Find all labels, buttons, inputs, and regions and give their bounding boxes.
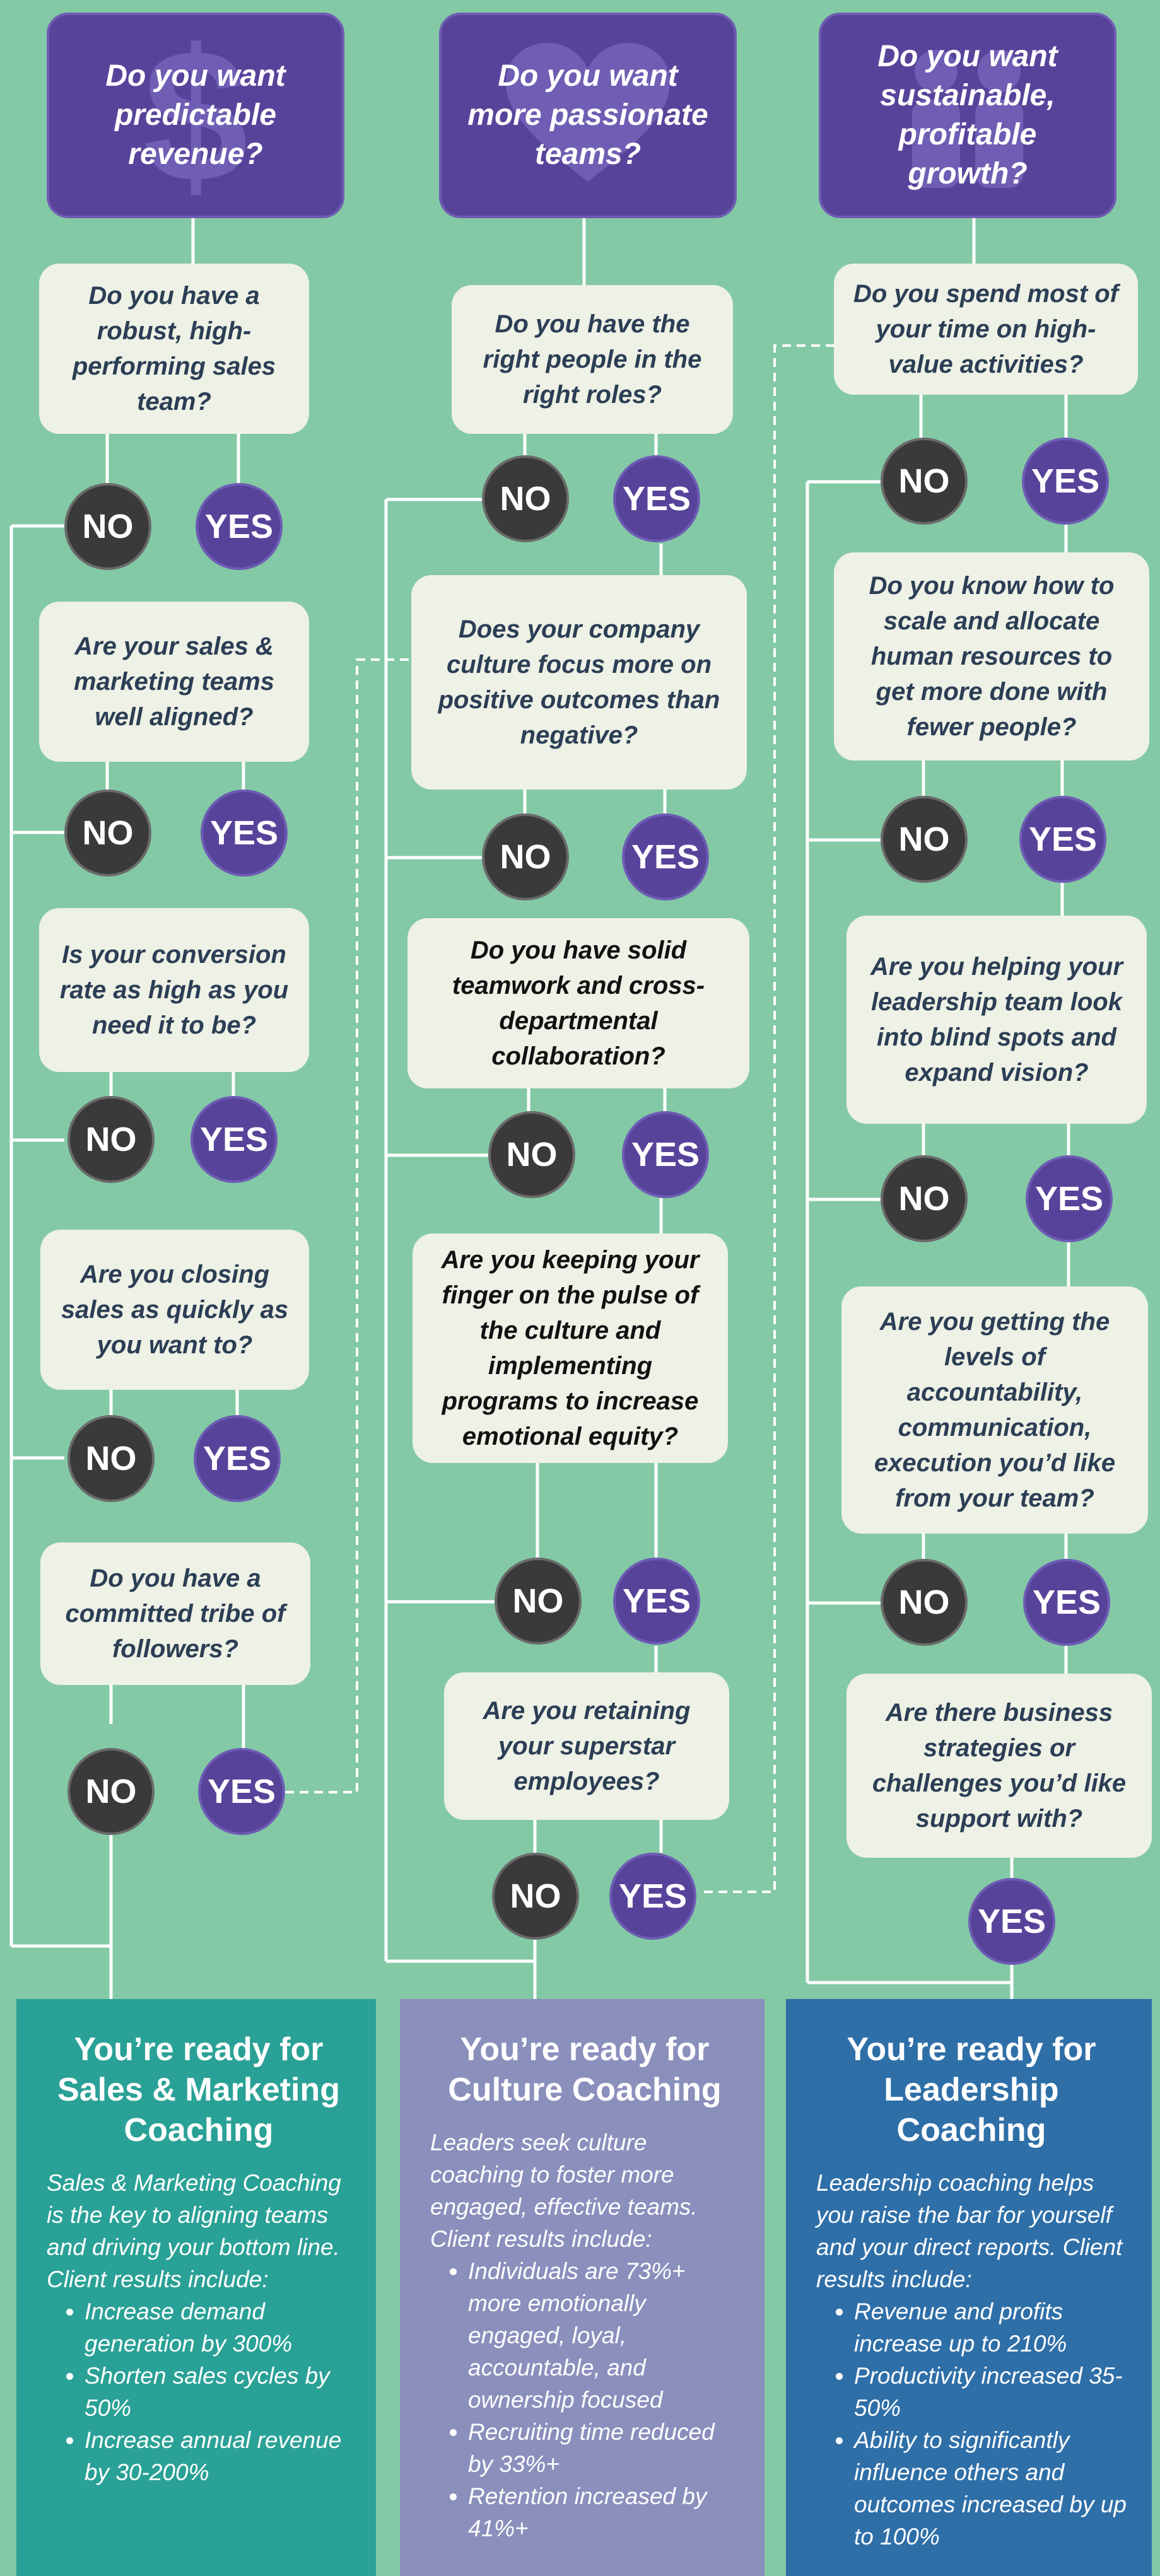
result-bullet: Retention increased by 41%+ xyxy=(468,2480,739,2544)
question-pulse-of-culture: Are you keeping your finger on the pulse… xyxy=(413,1233,728,1463)
yes-circle: YES xyxy=(194,1415,281,1502)
result-bullet: Individuals are 73%+ more emotionally en… xyxy=(468,2255,739,2416)
question-conversion-rate: Is your conversion rate as high as you n… xyxy=(39,908,309,1072)
question-teamwork: Do you have solid teamwork and cross-dep… xyxy=(407,918,749,1088)
result-description: Sales & Marketing Coaching is the key to… xyxy=(47,2170,341,2292)
question-accountability: Are you getting the levels of accountabi… xyxy=(841,1286,1148,1534)
result-title: You’re ready for Sales & Marketing Coach… xyxy=(57,2031,340,2148)
no-circle: NO xyxy=(67,1748,155,1835)
result-bullets: Increase demand generation by 300% Short… xyxy=(47,2295,351,2488)
no-circle: NO xyxy=(488,1111,575,1198)
people-icon xyxy=(898,43,1037,188)
question-high-value-activities: Do you spend most of your time on high-v… xyxy=(834,264,1138,395)
result-bullet: Recruiting time reduced by 33%+ xyxy=(468,2416,739,2480)
no-circle: NO xyxy=(482,455,569,542)
result-title: You’re ready for Leadership Coaching xyxy=(847,2031,1096,2148)
yes-circle: YES xyxy=(1023,1559,1110,1646)
question-business-strategies: Are there business strategies or challen… xyxy=(847,1674,1152,1858)
no-circle: NO xyxy=(881,438,968,525)
no-circle: NO xyxy=(67,1415,155,1502)
header-text: Do you want sustainable, profitable grow… xyxy=(877,40,1058,190)
no-circle: NO xyxy=(495,1558,582,1645)
no-circle: NO xyxy=(881,1155,968,1242)
yes-circle: YES xyxy=(613,1558,700,1645)
result-bullet: Revenue and profits increase up to 210% xyxy=(854,2295,1127,2360)
yes-circle: YES xyxy=(1022,438,1109,525)
no-circle: NO xyxy=(64,790,151,877)
yes-circle: YES xyxy=(968,1878,1055,1965)
dollar-icon: $ xyxy=(143,13,249,218)
header-passionate-teams: Do you want more passionate teams? xyxy=(439,13,737,218)
result-sales-marketing-coaching: You’re ready for Sales & Marketing Coach… xyxy=(16,1999,376,2576)
question-right-people: Do you have the right people in the righ… xyxy=(452,285,733,434)
yes-circle: YES xyxy=(201,790,288,877)
no-circle: NO xyxy=(482,813,569,900)
heart-icon xyxy=(506,43,670,188)
question-scale-resources: Do you know how to scale and allocate hu… xyxy=(834,552,1149,761)
yes-circle: YES xyxy=(1019,796,1106,883)
result-bullet: Increase annual revenue by 30-200% xyxy=(85,2424,351,2488)
header-text: Do you want predictable revenue? xyxy=(105,59,286,171)
no-circle: NO xyxy=(64,483,151,570)
yes-circle: YES xyxy=(190,1096,278,1183)
yes-circle: YES xyxy=(622,1111,709,1198)
yes-circle: YES xyxy=(622,813,709,900)
question-retaining-superstars: Are you retaining your superstar employe… xyxy=(444,1672,729,1820)
result-culture-coaching: You’re ready for Culture Coaching Leader… xyxy=(400,1999,765,2576)
result-bullet: Shorten sales cycles by 50% xyxy=(85,2360,351,2424)
yes-circle: YES xyxy=(609,1853,696,1940)
no-circle: NO xyxy=(881,1559,968,1646)
yes-circle: YES xyxy=(1026,1155,1113,1242)
no-circle: NO xyxy=(492,1853,579,1940)
header-predictable-revenue: $ Do you want predictable revenue? xyxy=(47,13,344,218)
result-leadership-coaching: You’re ready for Leadership Coaching Lea… xyxy=(786,1999,1152,2576)
question-leadership-blind-spots: Are you helping your leadership team loo… xyxy=(847,916,1147,1124)
question-committed-tribe: Do you have a committed tribe of followe… xyxy=(40,1542,310,1685)
yes-circle: YES xyxy=(198,1748,285,1835)
result-bullets: Revenue and profits increase up to 210% … xyxy=(816,2295,1127,2553)
result-bullets: Individuals are 73%+ more emotionally en… xyxy=(430,2255,739,2544)
no-circle: NO xyxy=(67,1096,155,1183)
yes-circle: YES xyxy=(613,455,700,542)
result-bullet: Ability to significantly influence other… xyxy=(854,2424,1127,2553)
result-description: Leaders seek culture coaching to foster … xyxy=(430,2130,698,2252)
question-teams-aligned: Are your sales & marketing teams well al… xyxy=(39,602,309,762)
header-sustainable-growth: Do you want sustainable, profitable grow… xyxy=(819,13,1116,218)
question-culture-focus: Does your company culture focus more on … xyxy=(411,575,747,790)
result-title: You’re ready for Culture Coaching xyxy=(448,2031,722,2108)
result-bullet: Productivity increased 35-50% xyxy=(854,2360,1127,2424)
yes-circle: YES xyxy=(196,483,283,570)
result-description: Leadership coaching helps you raise the … xyxy=(816,2170,1123,2292)
header-text: Do you want more passionate teams? xyxy=(467,59,708,171)
result-bullet: Increase demand generation by 300% xyxy=(85,2295,351,2360)
no-circle: NO xyxy=(881,796,968,883)
question-closing-sales: Are you closing sales as quickly as you … xyxy=(40,1230,309,1390)
question-sales-team: Do you have a robust, high-performing sa… xyxy=(39,264,309,434)
